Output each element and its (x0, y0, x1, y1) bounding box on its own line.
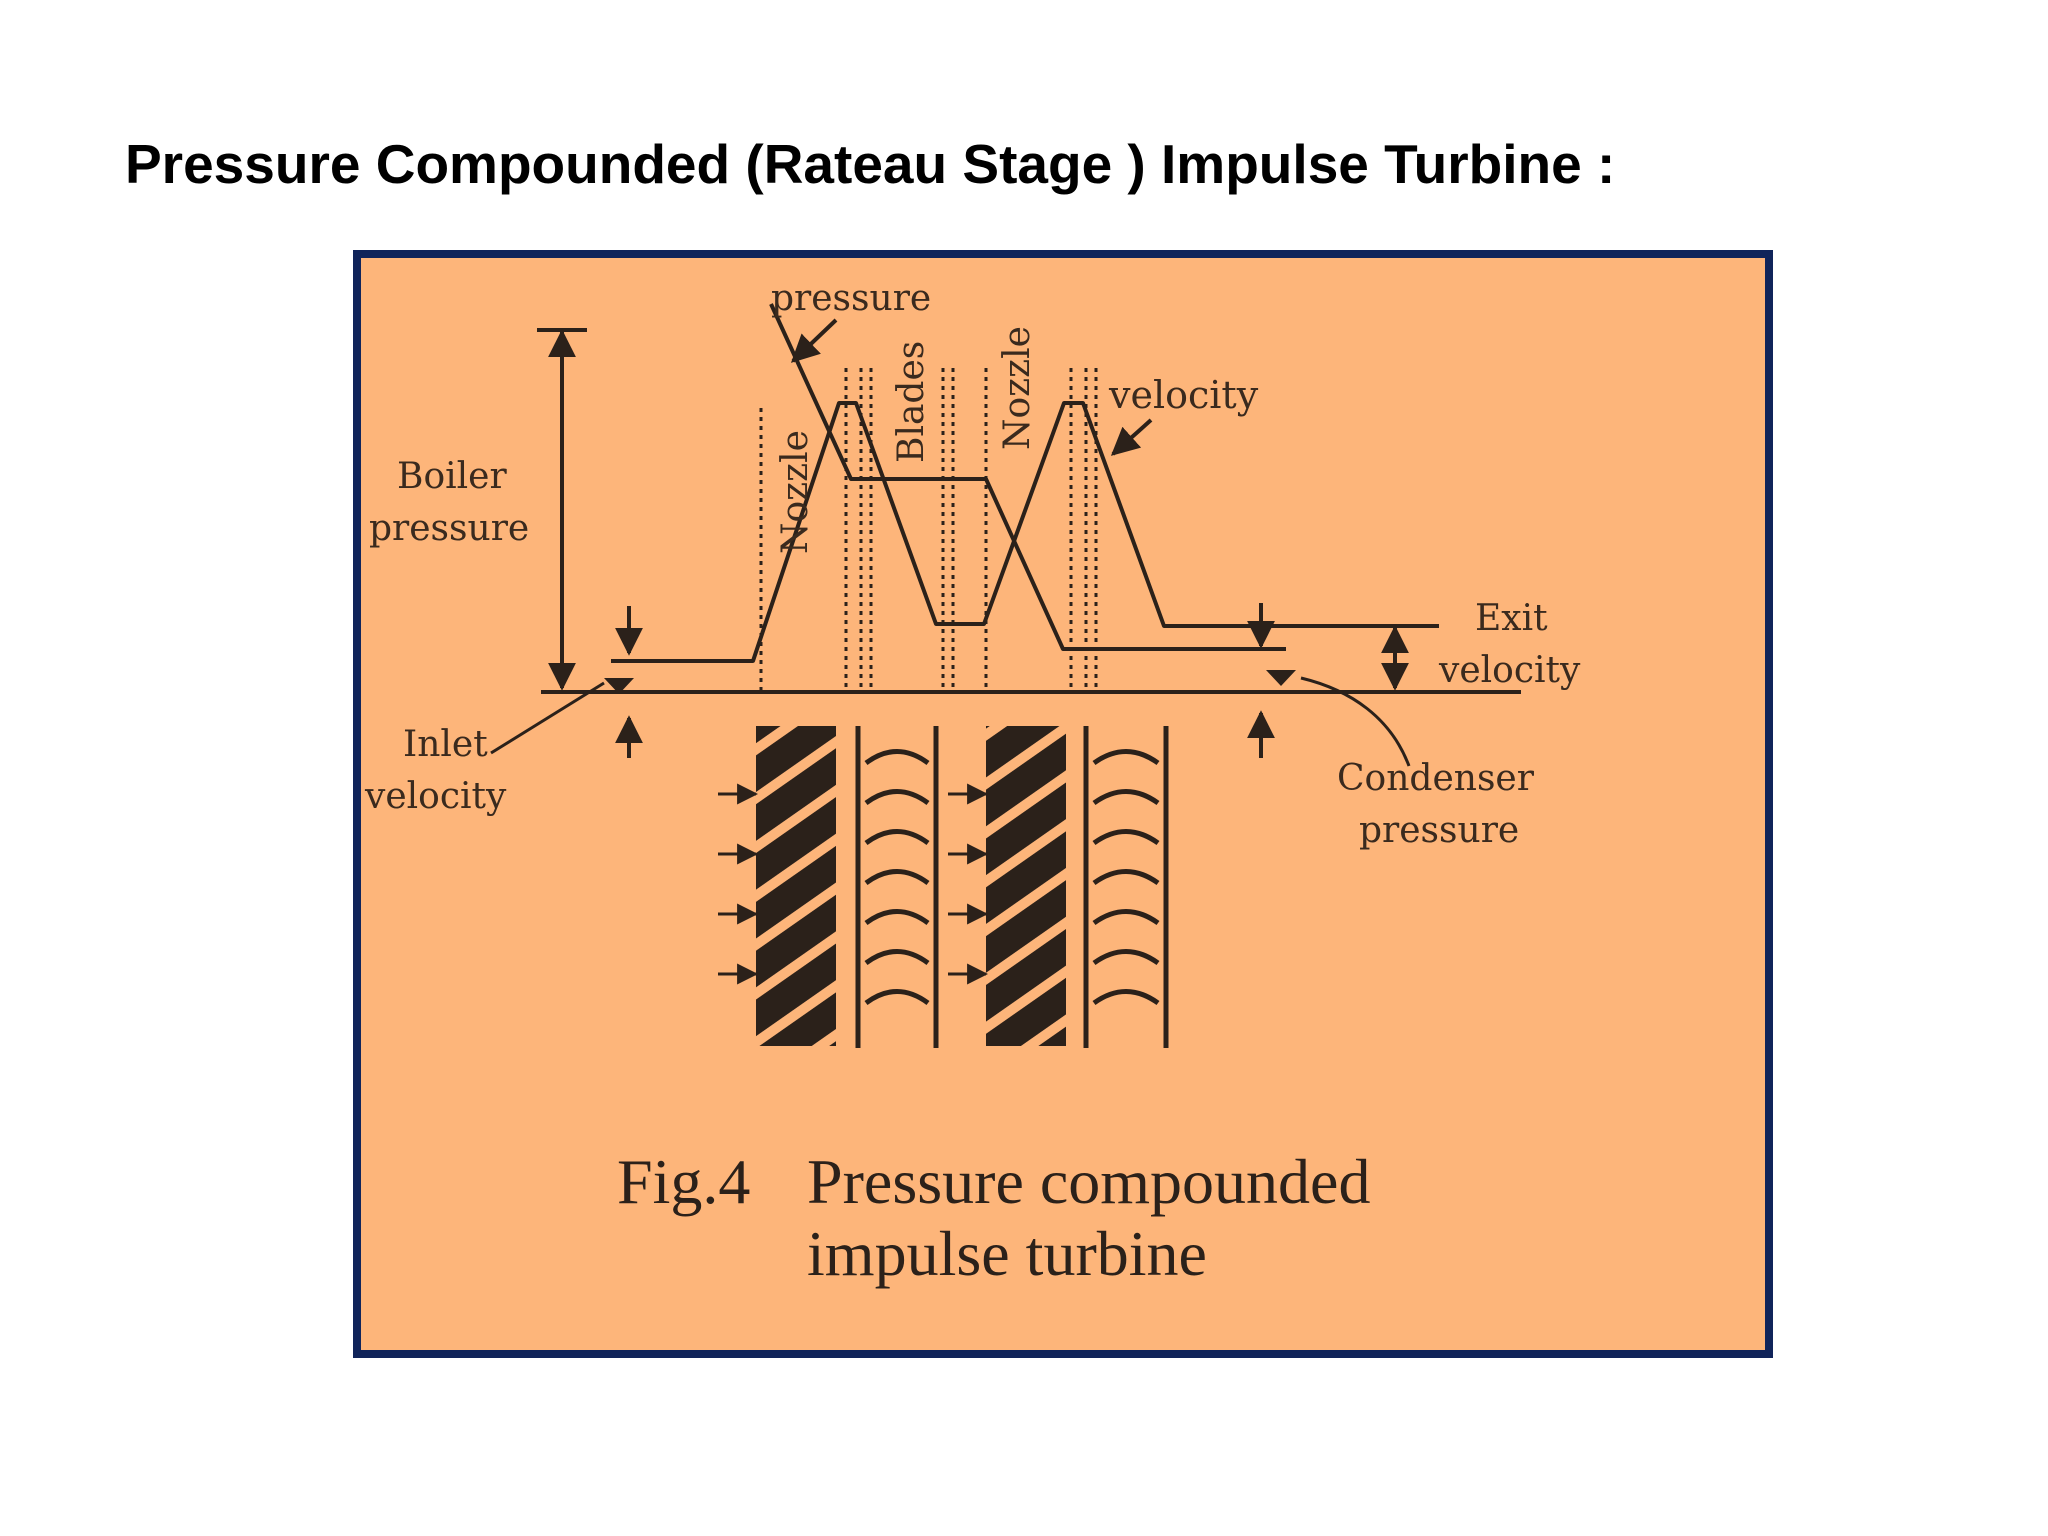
nozzle-label-2: Nozzle (997, 326, 1038, 450)
caption-line1: Pressure compounded (807, 1146, 1371, 1217)
figure-number: Fig.4 (617, 1146, 751, 1217)
pressure-pointer (790, 318, 838, 363)
condenser-pressure-label-line1: Condenser (1337, 758, 1535, 799)
blades-label: Blades (891, 341, 932, 463)
figure-caption: Fig.4 Pressure compounded impulse turbine (617, 1146, 1370, 1290)
pressure-label: pressure (771, 278, 931, 319)
blade-ring-2 (1083, 726, 1169, 1048)
boiler-pressure-dimension (537, 328, 587, 691)
condenser-pressure-label-line2: pressure (1359, 810, 1519, 851)
nozzle-ring-2 (948, 726, 1066, 1046)
inlet-velocity-markers (490, 606, 643, 758)
slide-title: Pressure Compounded (Rateau Stage ) Impu… (125, 133, 1616, 195)
nozzle-ring-1 (718, 726, 836, 1046)
inlet-velocity-label-line1: Inlet (403, 724, 488, 765)
boiler-pressure-label-line2: pressure (369, 508, 529, 549)
turbine-figure: pressure velocity Nozzle Blades Nozzle B… (353, 250, 1773, 1358)
stage-divider-lines (759, 368, 1098, 692)
pressure-curve (769, 303, 1286, 651)
nozzle-label-1: Nozzle (775, 430, 816, 554)
inlet-velocity-label-line2: velocity (364, 776, 507, 817)
velocity-curve (611, 401, 1439, 663)
exit-velocity-label-line1: Exit (1475, 598, 1548, 639)
turbine-diagram: pressure velocity Nozzle Blades Nozzle B… (364, 278, 1581, 1048)
boiler-pressure-label-line1: Boiler (397, 456, 507, 497)
condenser-pressure-markers (1247, 603, 1411, 767)
velocity-label: velocity (1108, 373, 1259, 417)
blade-ring-1 (855, 726, 939, 1048)
exit-velocity-label-line2: velocity (1438, 650, 1581, 691)
caption-line2: impulse turbine (807, 1218, 1207, 1289)
velocity-pointer (1110, 418, 1153, 456)
